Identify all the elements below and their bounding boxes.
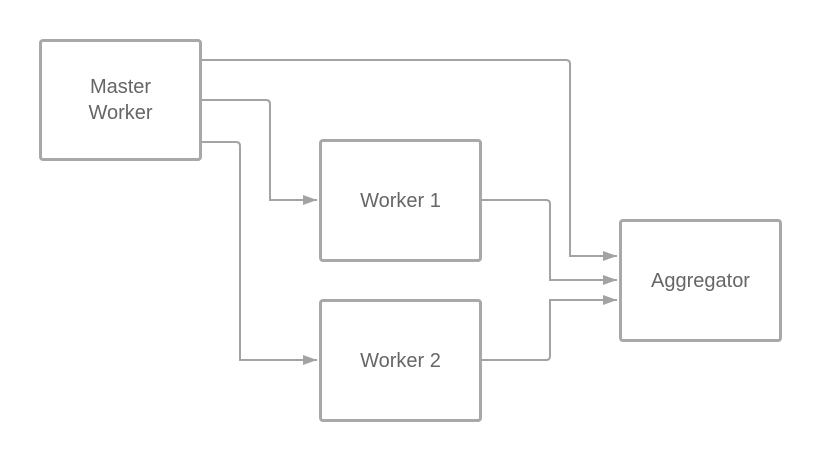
node-worker-1: Worker 1	[319, 139, 482, 262]
edge-worker2-to-aggregator	[482, 295, 617, 361]
edge-master-to-worker2	[202, 141, 317, 365]
edge-worker1-to-aggregator	[482, 199, 617, 285]
node-master-worker: Master Worker	[39, 39, 202, 161]
edge-master-to-worker1	[202, 99, 317, 205]
node-aggregator-label: Aggregator	[651, 269, 750, 292]
node-master-worker-label: Master Worker	[88, 76, 153, 124]
edge-master-to-aggregator	[202, 59, 617, 261]
node-worker-1-label: Worker 1	[360, 189, 441, 212]
node-worker-2-label: Worker 2	[360, 349, 441, 372]
node-worker-2: Worker 2	[319, 299, 482, 422]
node-aggregator: Aggregator	[619, 219, 782, 342]
